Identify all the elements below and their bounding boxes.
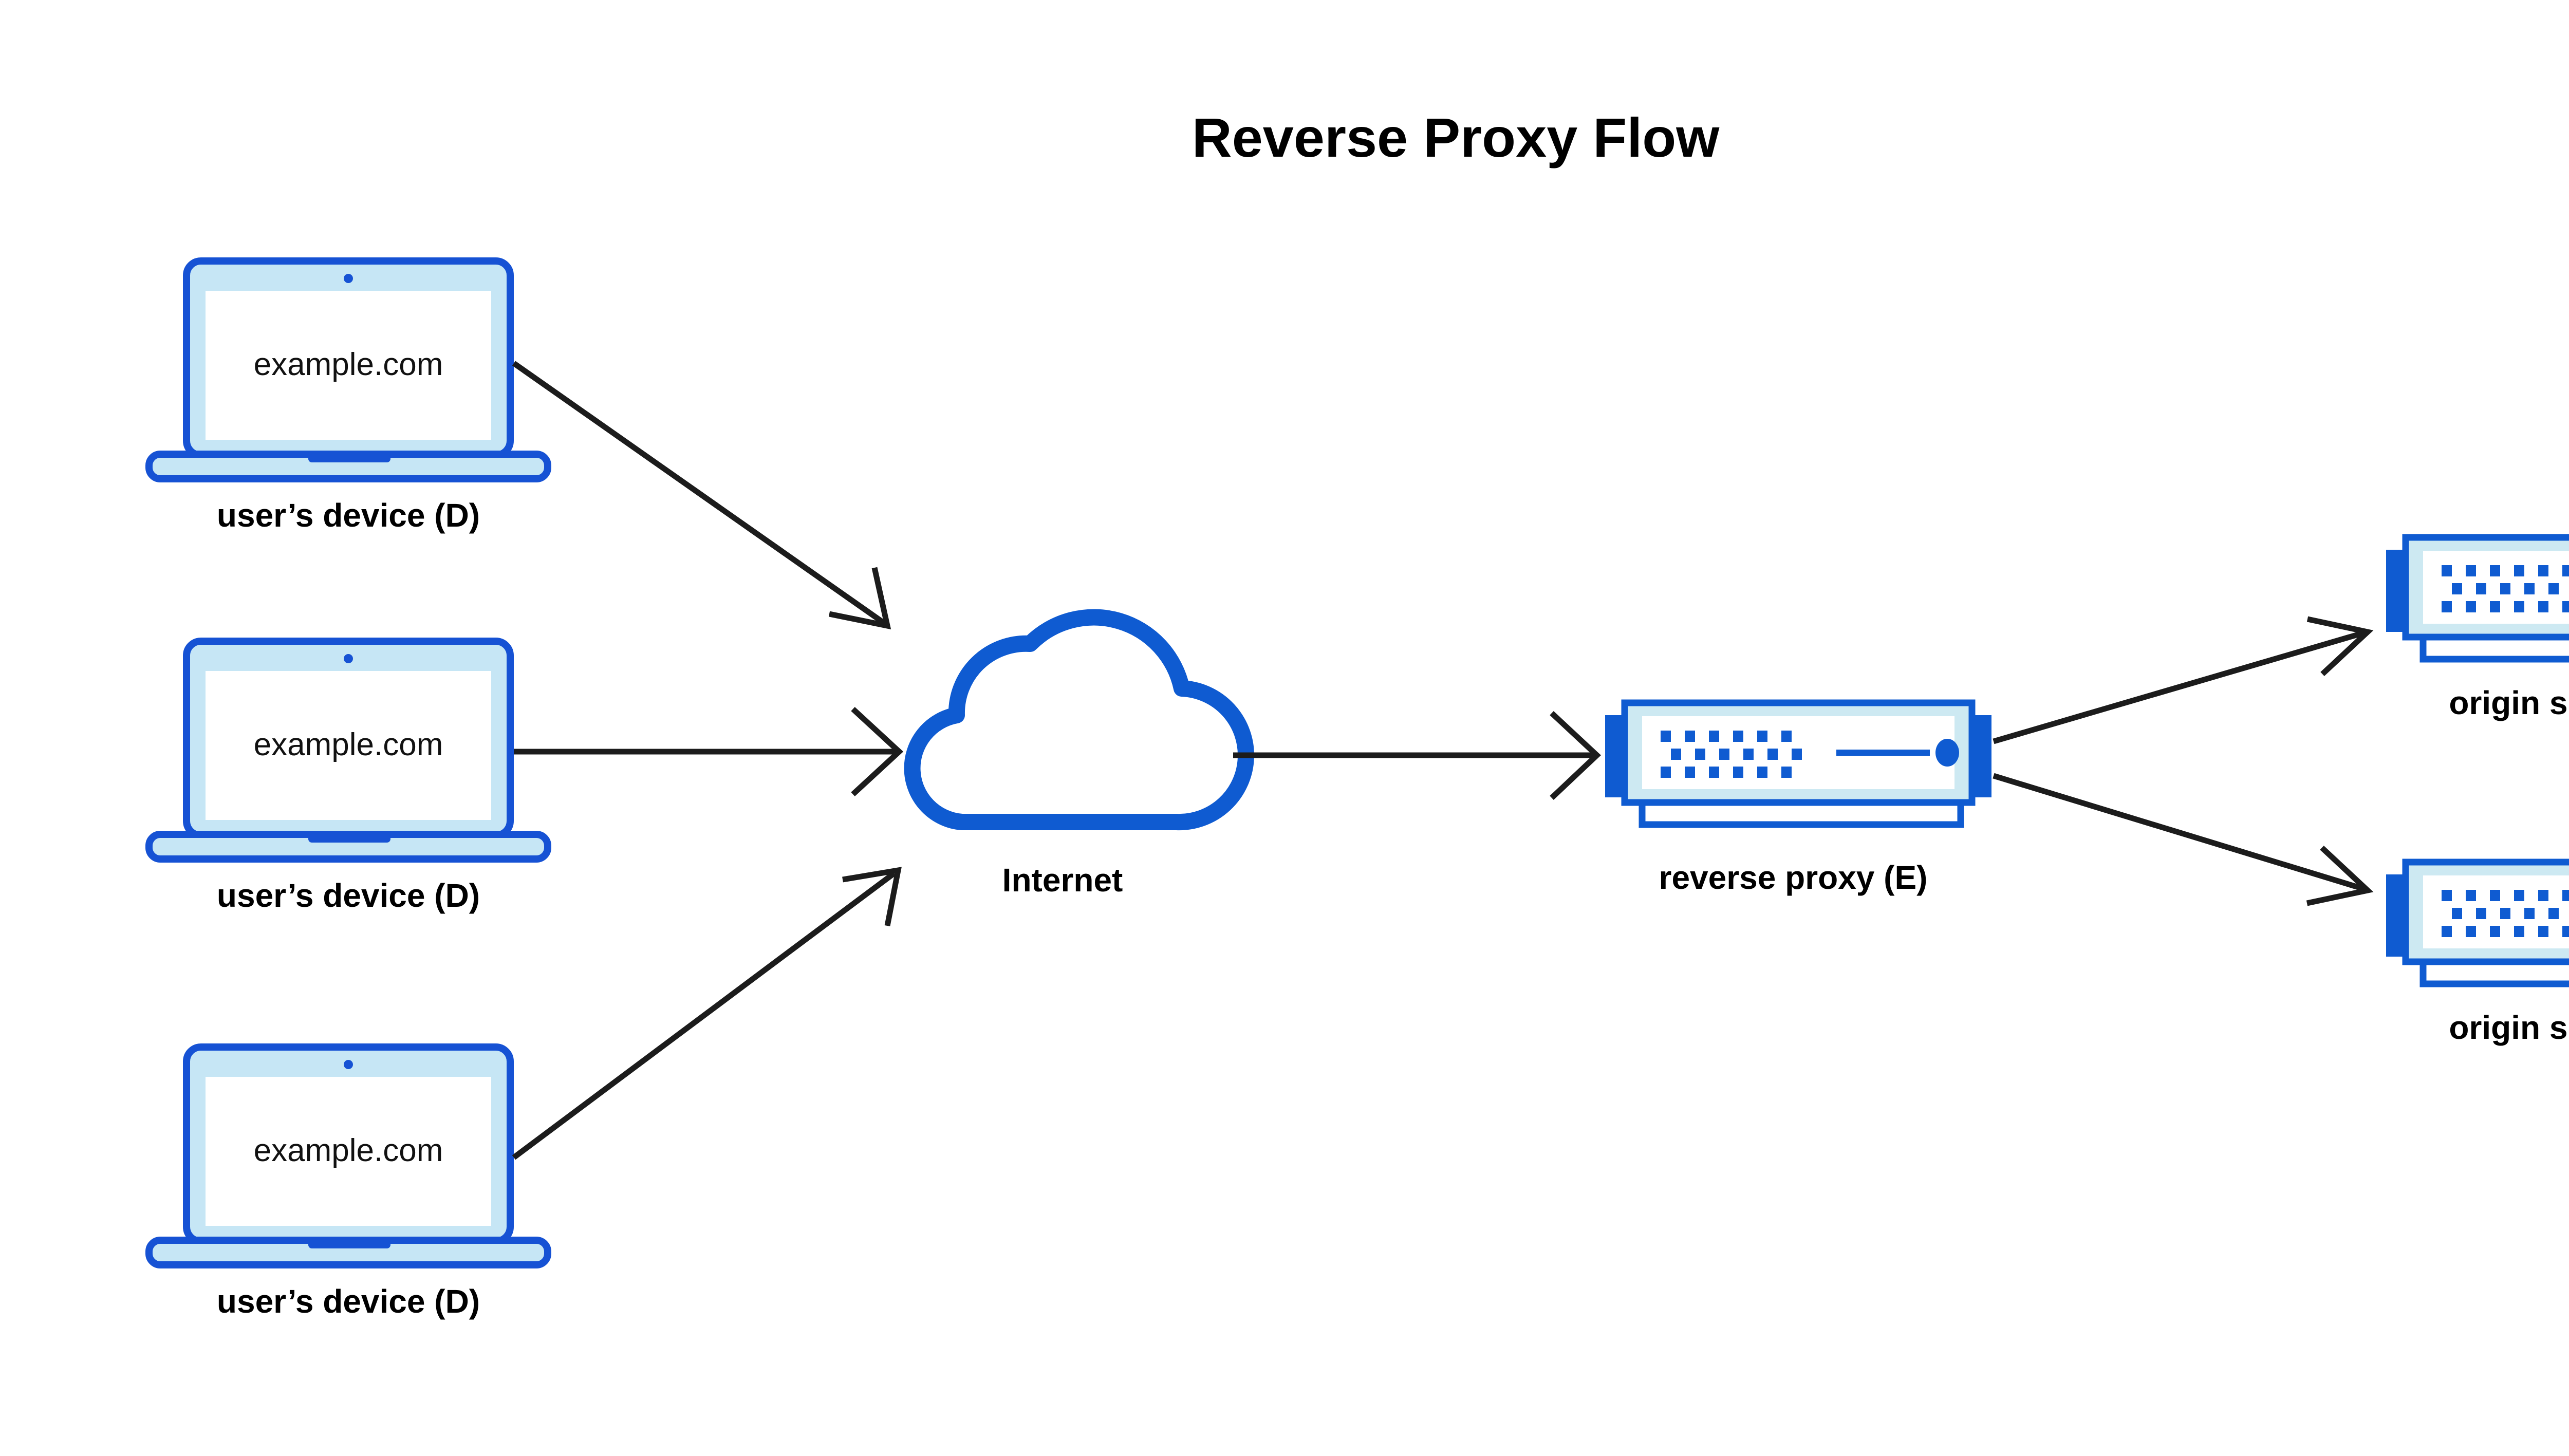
server-vent-grid-icon xyxy=(1661,731,1802,778)
laptop-trackpad-notch xyxy=(308,454,390,462)
node-label-reverse-proxy: reverse proxy (E) xyxy=(1659,859,1928,896)
server-panel xyxy=(2423,875,2569,948)
node-device-3[interactable]: example.com user’s device (D) xyxy=(145,1043,551,1320)
cloud-icon xyxy=(904,609,1255,831)
connector-internet-to-proxy xyxy=(1233,711,1602,800)
server-status-dot-icon xyxy=(1935,739,1959,767)
connector-device2-to-internet xyxy=(514,706,904,797)
connector-proxy-to-origin2 xyxy=(1993,773,2374,906)
node-label-device-2: user’s device (D) xyxy=(217,877,480,914)
node-label-origin-server-1: origin server (F) xyxy=(2449,684,2569,721)
laptop-screen-text: example.com xyxy=(254,347,443,382)
connector-proxy-to-origin1 xyxy=(1993,616,2374,744)
node-label-device-1: user’s device (D) xyxy=(217,497,480,534)
node-device-1[interactable]: example.com user’s device (D) xyxy=(145,257,551,534)
laptop-screen-text: example.com xyxy=(254,1133,443,1168)
node-origin-server-1[interactable]: origin server (F) xyxy=(2386,534,2569,721)
laptop-screen xyxy=(206,291,491,440)
laptop-camera-icon xyxy=(344,1060,353,1069)
node-label-origin-server-2: origin server (F) xyxy=(2449,1009,2569,1046)
node-internet-cloud[interactable]: Internet xyxy=(904,609,1255,899)
node-reverse-proxy[interactable]: reverse proxy (E) xyxy=(1605,699,1991,896)
laptop-camera-icon xyxy=(344,654,353,663)
page-title: Reverse Proxy Flow xyxy=(1192,106,1720,169)
server-vent-grid-icon xyxy=(2442,565,2569,612)
server-panel xyxy=(2423,551,2569,624)
laptop-screen-text: example.com xyxy=(254,727,443,762)
laptop-trackpad-notch xyxy=(308,834,390,843)
connector-device3-to-internet xyxy=(512,867,902,1160)
connector-device1-to-internet xyxy=(512,361,891,630)
node-device-2[interactable]: example.com user’s device (D) xyxy=(145,638,551,914)
node-origin-server-2[interactable]: origin server (F) xyxy=(2386,858,2569,1046)
server-status-line-icon xyxy=(1836,750,1930,756)
node-label-device-3: user’s device (D) xyxy=(217,1283,480,1320)
node-label-internet: Internet xyxy=(1002,862,1123,899)
laptop-trackpad-notch xyxy=(308,1240,390,1248)
laptop-screen xyxy=(206,671,491,820)
laptop-screen xyxy=(206,1077,491,1226)
server-vent-grid-icon xyxy=(2442,890,2569,937)
laptop-camera-icon xyxy=(344,274,353,283)
